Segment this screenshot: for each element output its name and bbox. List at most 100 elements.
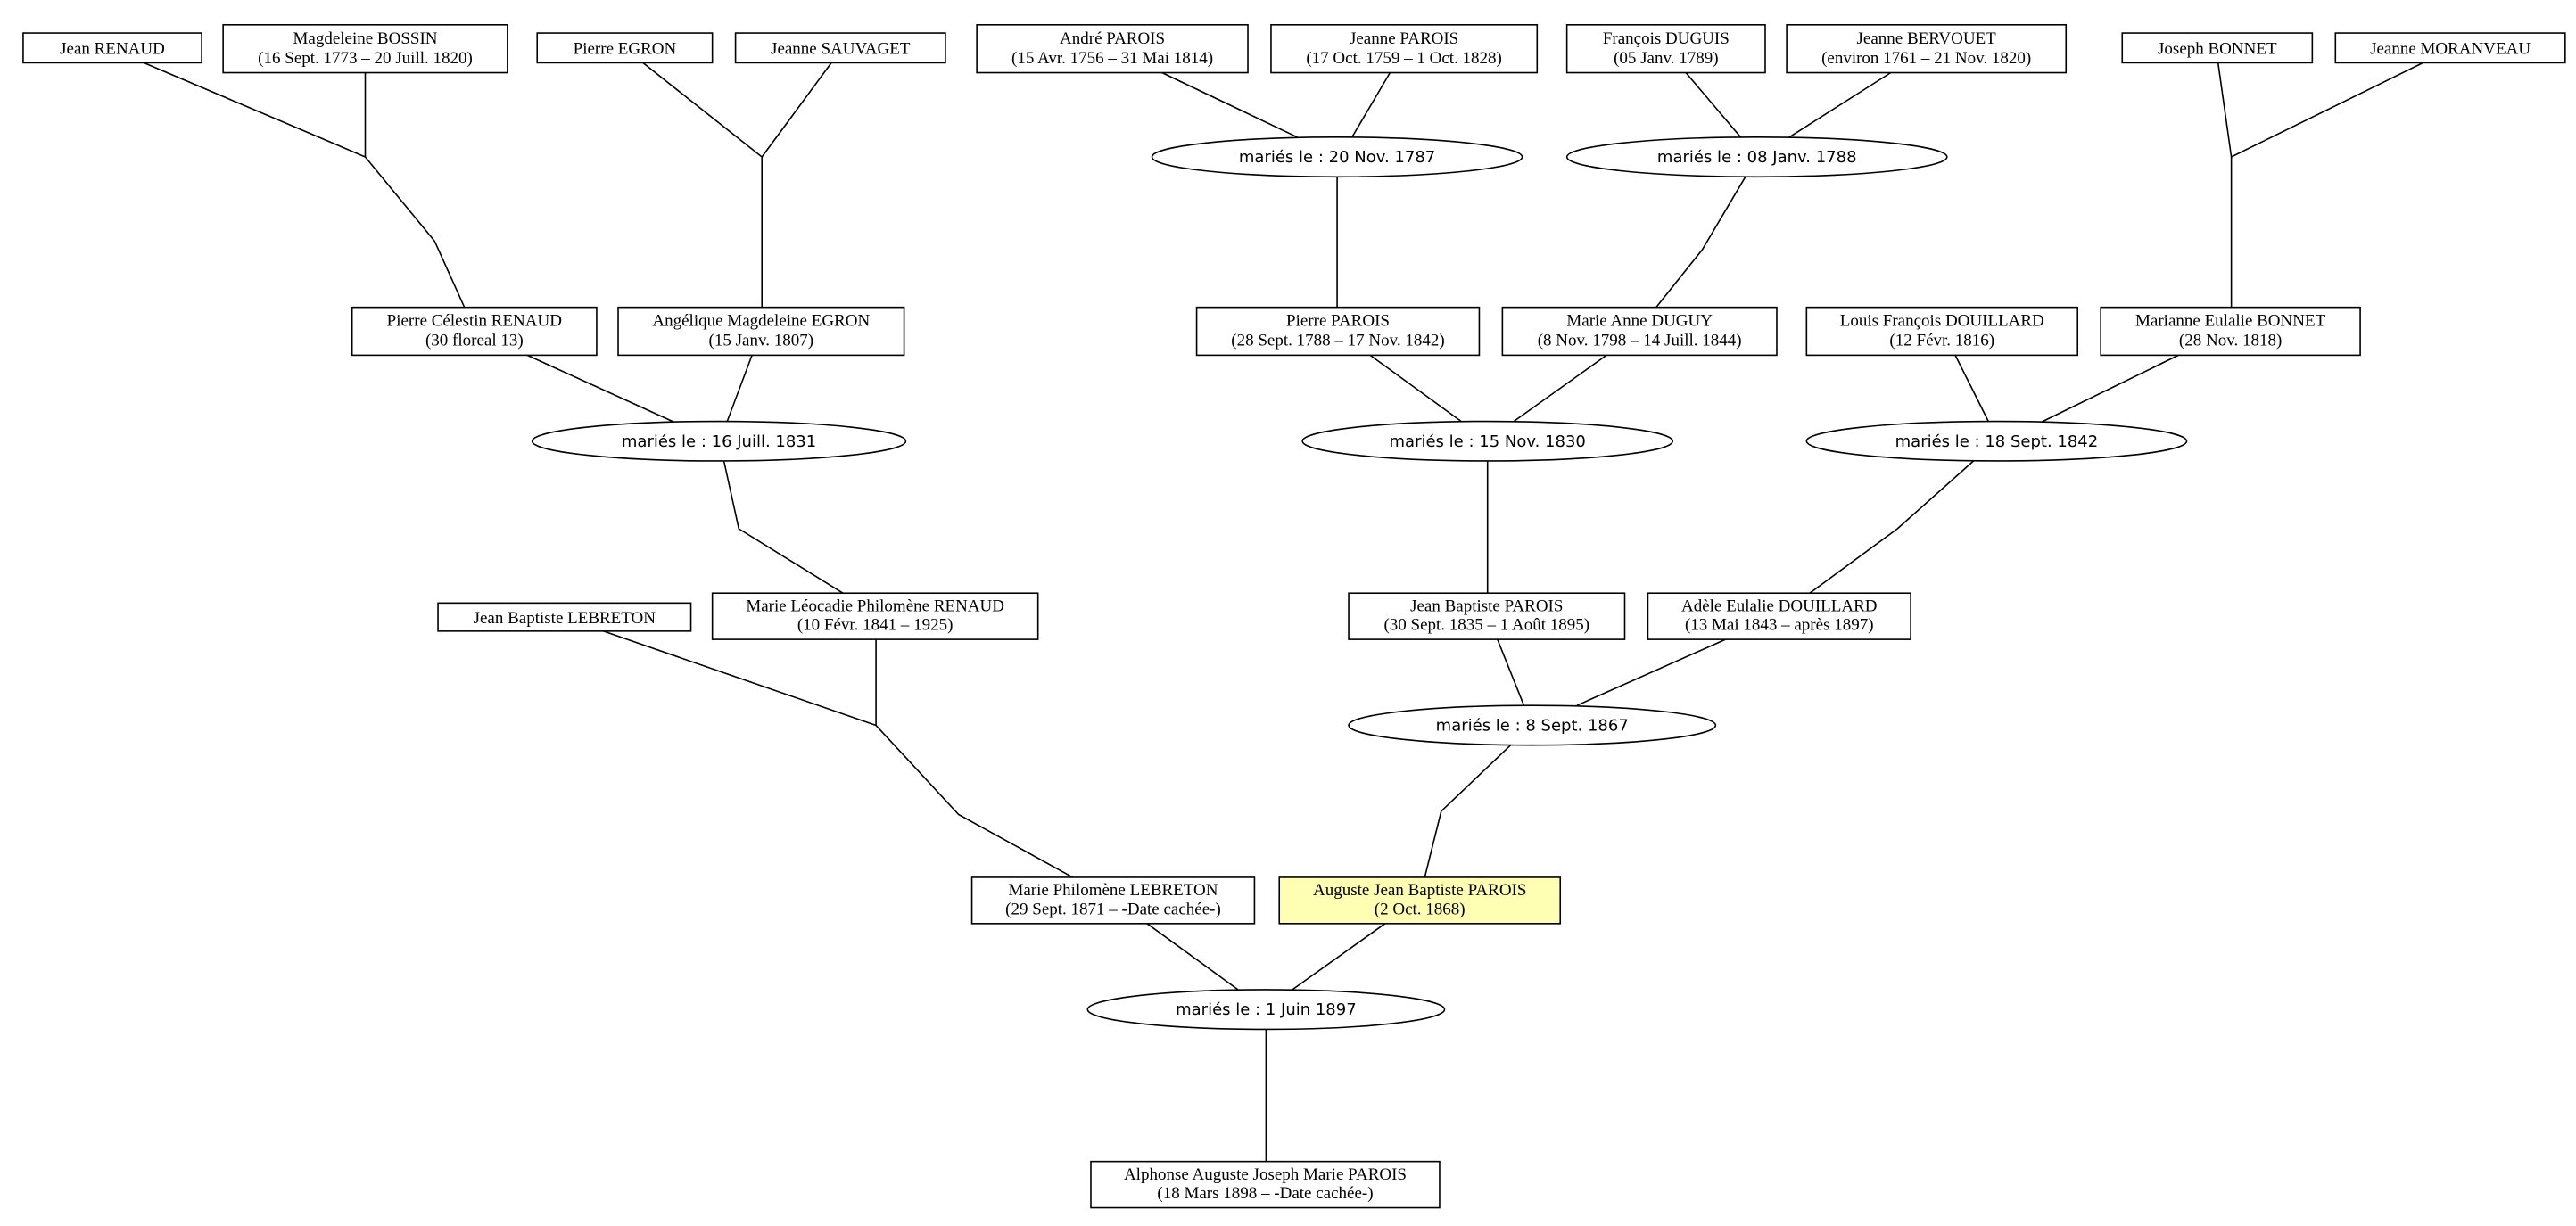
person-box-frame [976, 23, 1249, 74]
person-dates: (16 Sept. 1773 – 20 Juill. 1820) [258, 49, 473, 68]
person-name: Marianne Eulalie BONNET [2135, 312, 2326, 331]
person-box-jeanne-parois[interactable]: Jeanne PAROIS(17 Oct. 1759 – 1 Oct. 1828… [1270, 23, 1539, 74]
marriage-node-m-1830: mariés le : 15 Nov. 1830 [1301, 420, 1674, 462]
person-box-frame [2334, 32, 2566, 64]
person-box-marie-philomene-lebreton[interactable]: Marie Philomène LEBRETON(29 Sept. 1871 –… [970, 876, 1256, 925]
person-box-alphonse-parois[interactable]: Alphonse Auguste Joseph Marie PAROIS(18 … [1090, 1160, 1441, 1209]
person-name: Magdeleine BOSSIN [293, 29, 438, 48]
person-box-marie-anne-duguy[interactable]: Marie Anne DUGUY(8 Nov. 1798 – 14 Juill.… [1501, 306, 1778, 357]
connector-line [2217, 62, 2233, 308]
person-name: Jeanne MORANVEAU [2370, 40, 2531, 59]
connector-line [526, 354, 677, 424]
person-box-frame [1786, 23, 2068, 74]
person-box-joseph-bonnet[interactable]: Joseph BONNET [2121, 32, 2314, 64]
person-dates: (30 Sept. 1835 – 1 Août 1895) [1383, 616, 1589, 635]
marriage-node-m-1831: mariés le : 16 Juill. 1831 [531, 420, 907, 462]
marriage-label: mariés le : 15 Nov. 1830 [1390, 432, 1586, 451]
person-dates: (2 Oct. 1868) [1375, 900, 1466, 918]
marriage-label: mariés le : 8 Sept. 1867 [1436, 716, 1629, 735]
person-box-frame [734, 32, 946, 64]
person-dates: (28 Nov. 1818) [2179, 332, 2282, 350]
person-box-auguste-jean-baptiste-parois[interactable]: Auguste Jean Baptiste PAROIS(2 Oct. 1868… [1278, 876, 1562, 925]
person-box-frame [222, 23, 508, 74]
person-box-pierre-parois[interactable]: Pierre PAROIS(28 Sept. 1788 – 17 Nov. 18… [1195, 306, 1481, 357]
connector-line [1655, 176, 1746, 309]
marriage-node-m-1867: mariés le : 8 Sept. 1867 [1348, 704, 1717, 746]
connector-line [1685, 71, 1743, 140]
connector-line [143, 62, 466, 309]
person-box-frame [2121, 32, 2314, 64]
connector-lines [143, 62, 2423, 1162]
person-box-frame [22, 32, 202, 64]
person-dates: (10 Févr. 1841 – 1925) [797, 616, 954, 635]
connector-line [1161, 71, 1301, 140]
marriage-node-m-1842: mariés le : 18 Sept. 1842 [1805, 420, 2188, 462]
person-name: Jeanne BERVOUET [1857, 29, 1997, 48]
person-box-marianne-eulalie-bonnet[interactable]: Marianne Eulalie BONNET(28 Nov. 1818) [2100, 306, 2361, 357]
person-box-frame [536, 32, 714, 64]
person-box-frame [2100, 306, 2361, 357]
person-dates: (29 Sept. 1871 – -Date cachée-) [1005, 900, 1221, 918]
person-dates: (8 Nov. 1798 – 14 Juill. 1844) [1538, 332, 1742, 350]
person-name: Joseph BONNET [2158, 40, 2277, 59]
person-box-jeanne-bervouet[interactable]: Jeanne BERVOUET(environ 1761 – 21 Nov. 1… [1786, 23, 2068, 74]
person-dates: (18 Mars 1898 – -Date cachée-) [1157, 1184, 1373, 1203]
person-box-jeanne-sauvaget[interactable]: Jeanne SAUVAGET [734, 32, 946, 64]
person-box-francois-duguis[interactable]: François DUGUIS(05 Janv. 1789) [1565, 23, 1766, 74]
connector-line [1146, 923, 1239, 991]
connector-line [603, 630, 877, 727]
person-name: Pierre EGRON [574, 40, 677, 59]
person-dates: (15 Janv. 1807) [709, 332, 814, 350]
person-name: Marie Léocadie Philomène RENAUD [746, 597, 1004, 615]
person-box-adele-eulalie-douillard[interactable]: Adèle Eulalie DOUILLARD(13 Mai 1843 – ap… [1647, 592, 1911, 640]
person-box-marie-leocadie-renaud[interactable]: Marie Léocadie Philomène RENAUD(10 Févr.… [711, 592, 1039, 640]
person-box-louis-francois-douillard[interactable]: Louis François DOUILLARD(12 Févr. 1816) [1805, 306, 2079, 357]
person-box-magdeleine-bossin[interactable]: Magdeleine BOSSIN(16 Sept. 1773 – 20 Jui… [222, 23, 508, 74]
person-name: Jean Baptiste PAROIS [1410, 597, 1563, 615]
connector-line [2039, 354, 2179, 424]
connector-line [1576, 638, 1726, 706]
connector-line [1369, 354, 1462, 423]
marriage-ellipse [1301, 420, 1674, 462]
connector-line [2231, 62, 2423, 158]
marriage-ellipse [531, 420, 907, 462]
person-box-frame [437, 602, 692, 632]
connector-line [875, 639, 1073, 878]
person-dates: (05 Janv. 1789) [1614, 49, 1719, 68]
person-box-frame [1805, 306, 2079, 357]
connector-line [642, 62, 763, 308]
connector-line [1424, 745, 1512, 878]
person-box-jean-baptiste-lebreton[interactable]: Jean Baptiste LEBRETON [437, 602, 692, 632]
person-name: Adèle Eulalie DOUILLARD [1681, 597, 1878, 615]
person-box-pierre-celestin-renaud[interactable]: Pierre Célestin RENAUD(30 floreal 13) [351, 306, 598, 357]
marriage-node-m-1897: mariés le : 1 Juin 1897 [1086, 989, 1446, 1031]
person-dates: (environ 1761 – 21 Nov. 1820) [1821, 49, 2031, 68]
connector-line [726, 355, 753, 422]
person-name: Marie Anne DUGUY [1566, 312, 1713, 331]
person-box-angelique-magdeleine-egron[interactable]: Angélique Magdeleine EGRON(15 Janv. 1807… [617, 306, 905, 357]
marriage-ellipse [1086, 989, 1446, 1031]
person-name: Jeanne PAROIS [1350, 29, 1458, 48]
person-dates: (13 Mai 1843 – après 1897) [1685, 616, 1874, 635]
connector-line [1809, 460, 1975, 594]
person-name: Louis François DOUILLARD [1840, 312, 2044, 331]
person-box-jean-renaud[interactable]: Jean RENAUD [22, 32, 202, 64]
person-box-andre-parois[interactable]: André PAROIS(15 Avr. 1756 – 31 Mai 1814) [976, 23, 1249, 74]
connector-line [1292, 923, 1386, 991]
connector-line [761, 62, 832, 158]
person-dates: (17 Oct. 1759 – 1 Oct. 1828) [1306, 49, 1502, 68]
person-box-pierre-egron[interactable]: Pierre EGRON [536, 32, 714, 64]
marriage-ellipse [1348, 704, 1717, 746]
marriage-label: mariés le : 20 Nov. 1787 [1239, 148, 1435, 167]
person-dates: (15 Avr. 1756 – 31 Mai 1814) [1011, 49, 1213, 68]
person-box-jeanne-moranveau[interactable]: Jeanne MORANVEAU [2334, 32, 2566, 64]
person-name: Auguste Jean Baptiste PAROIS [1313, 881, 1526, 900]
person-name: Jean RENAUD [60, 40, 165, 59]
person-box-frame [617, 306, 905, 357]
person-box-jean-baptiste-parois[interactable]: Jean Baptiste PAROIS(30 Sept. 1835 – 1 A… [1348, 592, 1626, 640]
connector-line [722, 460, 844, 594]
person-box-frame [1565, 23, 1766, 74]
person-box-frame [351, 306, 598, 357]
connector-line [1351, 72, 1391, 138]
